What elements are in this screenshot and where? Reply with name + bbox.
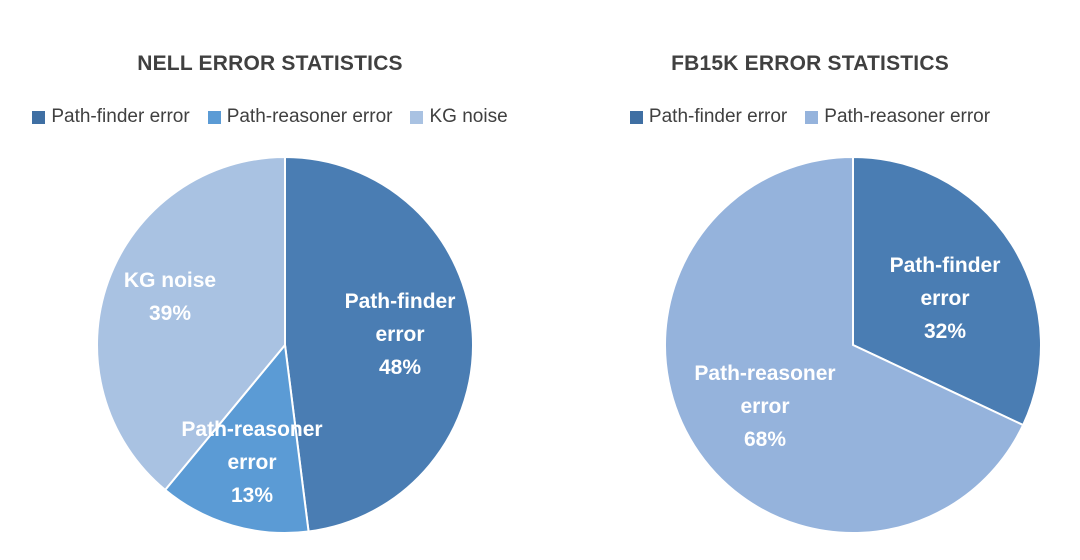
- nell-slice-label-kg-noise: KG noise 39%: [124, 269, 216, 325]
- fb15k-slice-label-line: Path-reasoner: [694, 362, 835, 385]
- nell-slice-label-line: error: [375, 323, 424, 346]
- nell-slice-label-line: 39%: [149, 302, 191, 325]
- nell-legend-swatch-path-finder: [32, 110, 46, 124]
- nell-chart-panel: Path-finder error 48% Path-reasoner error 13%…: [0, 52, 540, 534]
- fb15k-legend-label-path-reasoner: Path-reasoner error: [824, 106, 991, 127]
- fb15k-slice-label-line: error: [740, 395, 789, 418]
- nell-slice-path-finder-error: [284, 155, 475, 533]
- nell-slice-label-line: 48%: [379, 356, 421, 379]
- nell-legend-label-kg-noise: KG noise: [429, 106, 508, 127]
- nell-pie-svg: Path-finder error 48% Path-reasoner error 13%…: [96, 155, 475, 534]
- nell-slice-path-reasoner-error: [163, 342, 310, 534]
- fb15k-chart-panel: Path-finder error 32% Path-reasoner error 68%…: [540, 0, 1080, 560]
- nell-slice-label-path-reasoner-error: Path-reasoner error 13%: [181, 418, 322, 507]
- nell-slice-label-line: Path-finder: [345, 290, 456, 313]
- fb15k-slice-label-line: Path-finder: [890, 254, 1001, 277]
- nell-legend-swatch-kg-noise: [410, 110, 424, 124]
- fb15k-legend: Path-finder error Path-reasoner error: [540, 106, 1080, 128]
- nell-chart-title: NELL ERROR STATISTICS: [137, 52, 403, 75]
- fb15k-slice-label-path-finder-error: Path-finder error 32%: [890, 254, 1001, 343]
- fb15k-slice-label-line: 68%: [744, 428, 786, 451]
- nell-legend: Path-finder error Path-reasoner error KG…: [0, 106, 540, 128]
- nell-legend-label-path-reasoner: Path-reasoner error: [226, 106, 393, 127]
- nell-slice-label-line: Path-reasoner: [181, 418, 322, 441]
- nell-slice-kg-noise: [96, 155, 286, 492]
- nell-legend-item-path-finder: Path-finder error: [32, 106, 190, 128]
- fb15k-legend-swatch-path-reasoner: [805, 110, 819, 124]
- nell-slice-label-line: 13%: [231, 484, 273, 507]
- fb15k-legend-item-path-finder: Path-finder error: [629, 106, 788, 128]
- nell-slice-label-line: error: [227, 451, 276, 474]
- fb15k-chart-title: FB15K ERROR STATISTICS: [671, 52, 949, 75]
- nell-legend-label-path-finder: Path-finder error: [51, 106, 190, 127]
- nell-legend-item-path-reasoner: Path-reasoner error: [207, 106, 393, 128]
- nell-slice-label-path-finder-error: Path-finder error 48%: [345, 290, 456, 379]
- nell-slice-label-line: KG noise: [124, 269, 216, 292]
- fb15k-pie-svg: Path-finder error 32% Path-reasoner error 68%: [664, 155, 1042, 534]
- fb15k-legend-label-path-finder: Path-finder error: [648, 106, 788, 127]
- fb15k-slice-label-path-reasoner-error: Path-reasoner error 68%: [694, 362, 835, 451]
- fb15k-slice-path-reasoner-error: [664, 155, 1025, 534]
- fb15k-legend-item-path-reasoner: Path-reasoner error: [805, 106, 990, 128]
- fb15k-slice-path-finder-error: [852, 155, 1042, 427]
- nell-legend-item-kg-noise: KG noise: [410, 106, 508, 128]
- fb15k-slice-label-line: 32%: [924, 320, 966, 343]
- nell-legend-swatch-path-reasoner: [207, 110, 221, 124]
- fb15k-legend-swatch-path-finder: [629, 110, 643, 124]
- fb15k-slice-label-line: error: [920, 287, 969, 310]
